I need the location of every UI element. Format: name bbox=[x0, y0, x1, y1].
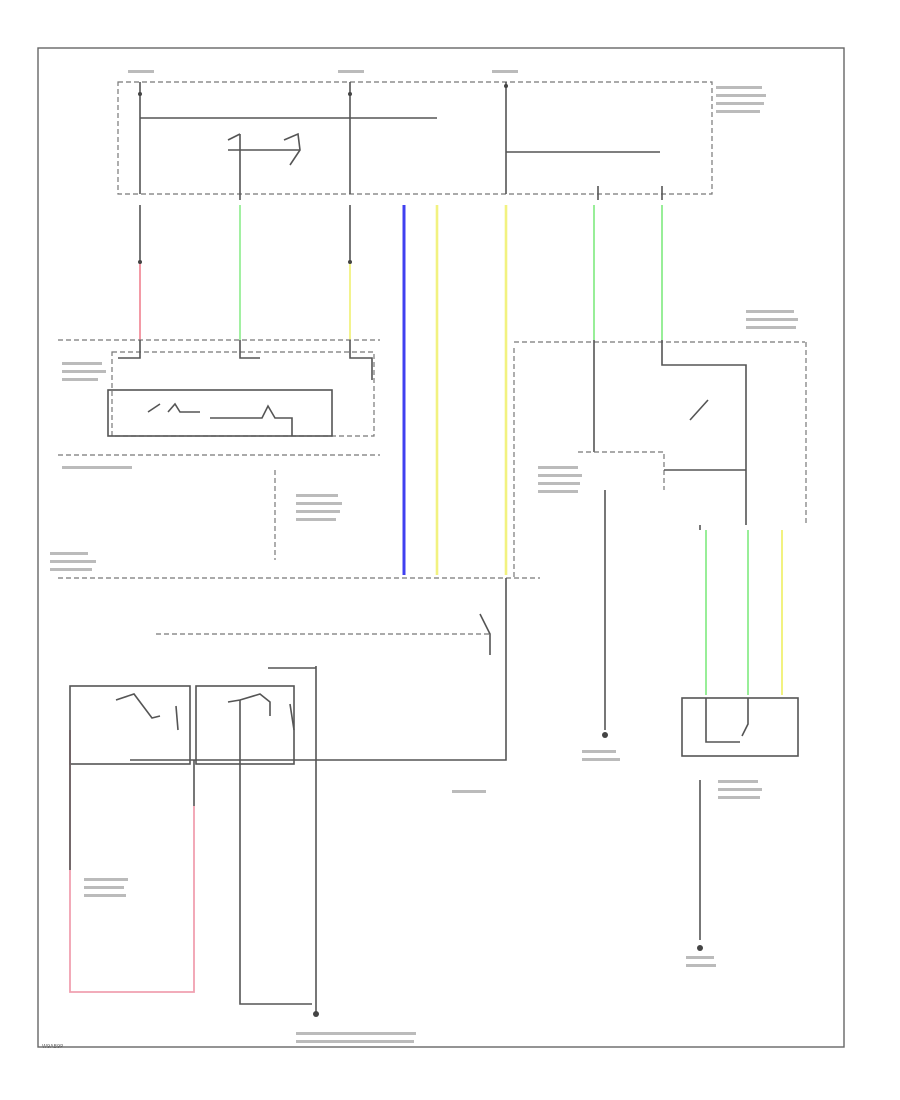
lower-control-block bbox=[69, 578, 507, 1017]
right-lower-wires bbox=[681, 530, 799, 951]
component-labels bbox=[50, 70, 798, 1043]
wire-pink-loop bbox=[69, 730, 195, 993]
harness-wires bbox=[138, 205, 663, 575]
right-relay-assembly bbox=[513, 340, 807, 738]
diagram-code: W9AB9P bbox=[42, 1044, 63, 1050]
left-switch-assembly bbox=[58, 339, 380, 560]
under-hood-fuse-relay-box bbox=[117, 81, 713, 200]
diagram-frame bbox=[37, 47, 845, 1048]
